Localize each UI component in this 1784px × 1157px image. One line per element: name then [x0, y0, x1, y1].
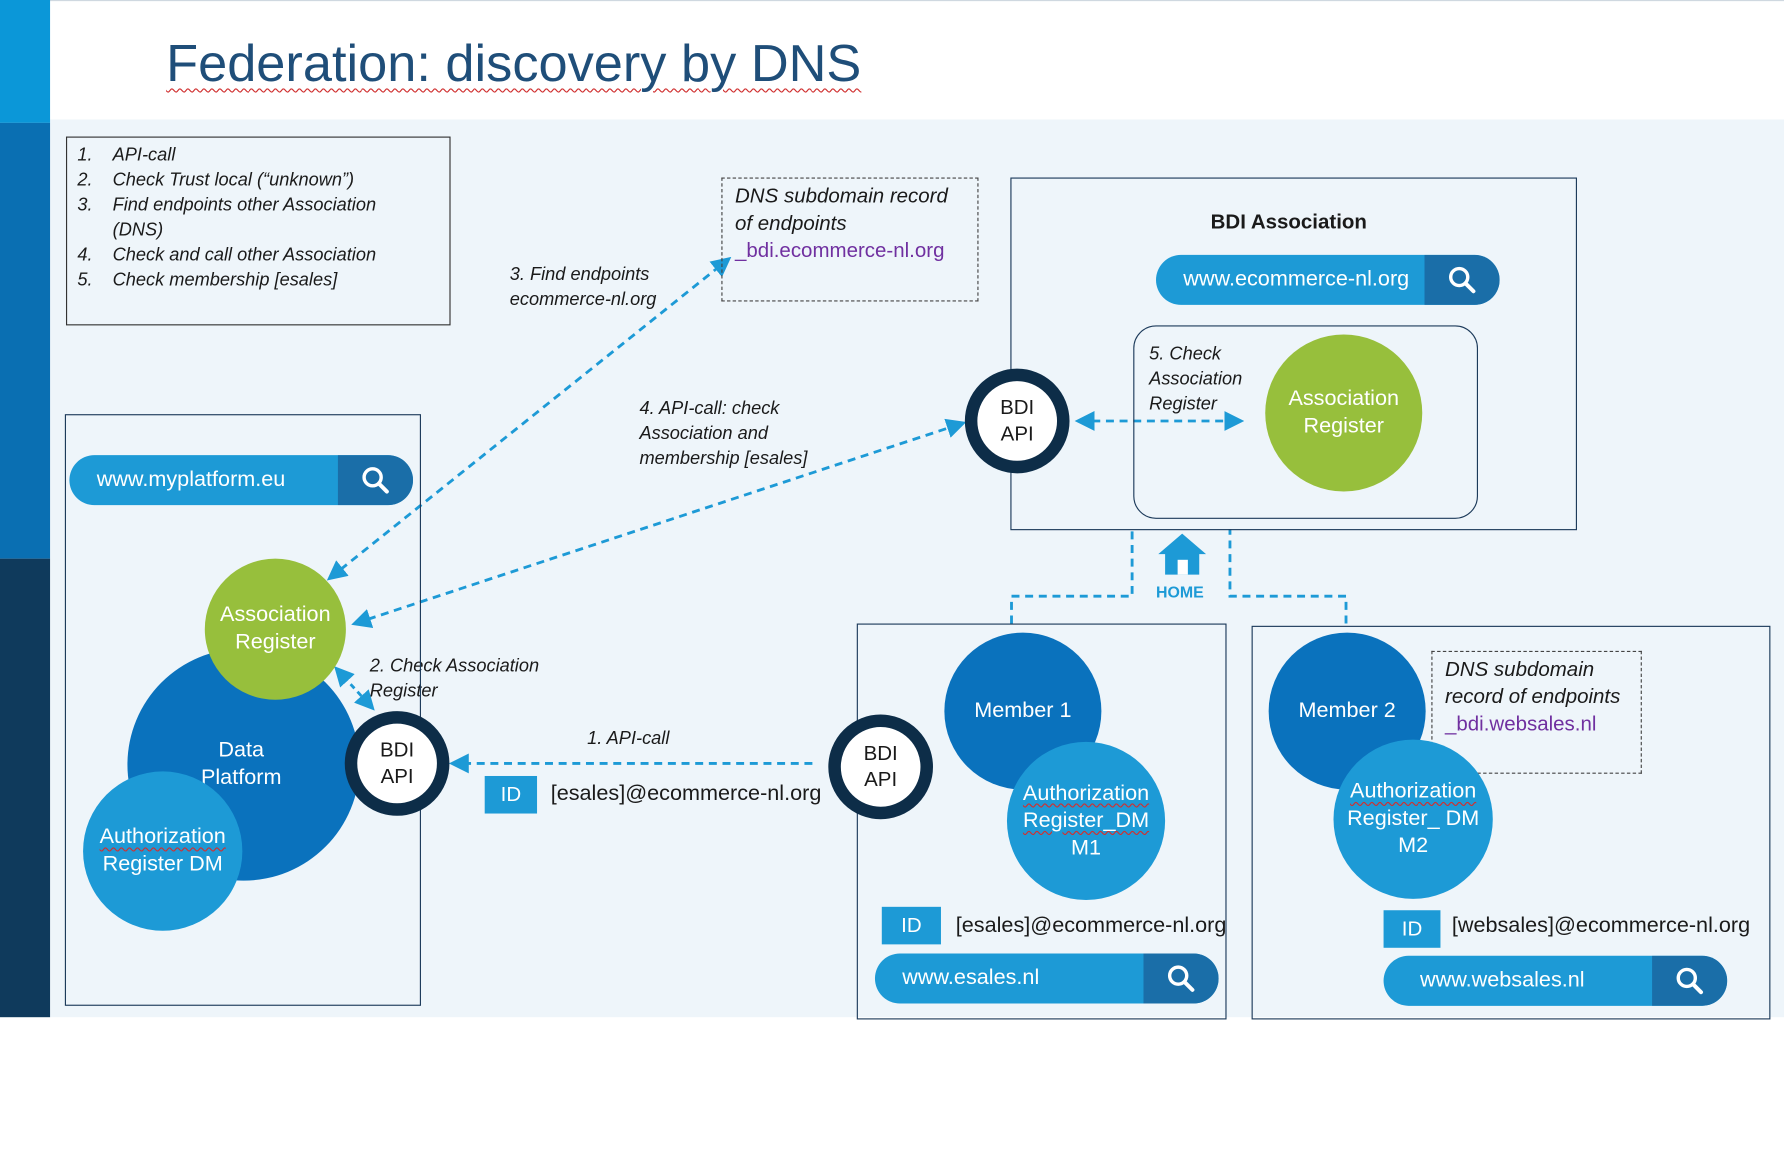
- list-item: (DNS): [112, 220, 164, 241]
- dns-record-box-websales: [1431, 650, 1642, 774]
- search-url-esales: www.esales.nl: [902, 965, 1040, 990]
- search-icon[interactable]: [337, 455, 414, 506]
- label-api-call: 1. API-call: [587, 729, 670, 749]
- search-url-myplatform: www.myplatform.eu: [96, 467, 286, 492]
- list-item: 5.Check membership [esales]: [77, 270, 338, 291]
- side-bar-top: [0, 0, 51, 123]
- side-bar-middle: [0, 122, 51, 559]
- home-icon: [1156, 531, 1208, 582]
- steps-list: 1.API-call 2.Check Trust local (“unknown…: [77, 143, 376, 293]
- dns-record-text-ecommerce: DNS subdomain record of endpoints _bdi.e…: [735, 184, 948, 262]
- dns-record-text-websales: DNS subdomain record of endpoints _bdi.w…: [1445, 657, 1621, 736]
- member2-id-badge: ID: [1383, 910, 1441, 948]
- member1-id-text: [esales]@ecommerce-nl.org: [955, 913, 1227, 938]
- search-bar-esales[interactable]: www.esales.nl: [874, 953, 1219, 1004]
- association-inner-box: [1133, 325, 1479, 519]
- search-bar-websales[interactable]: www.websales.nl: [1383, 955, 1728, 1006]
- list-item: 1.API-call: [77, 145, 176, 165]
- title-bar: [0, 0, 1784, 120]
- search-icon[interactable]: [1424, 254, 1500, 305]
- search-icon[interactable]: [1652, 955, 1728, 1006]
- bdi-association-title: BDI Association: [1210, 210, 1367, 234]
- bdi-association-box: [1010, 177, 1577, 531]
- platform-box: [64, 414, 421, 1006]
- search-bar-myplatform[interactable]: www.myplatform.eu: [69, 455, 414, 506]
- list-item: 3.Find endpoints other Association: [77, 195, 377, 216]
- search-bar-ecommerce[interactable]: www.ecommerce-nl.org: [1156, 254, 1500, 305]
- member1-id-badge: ID: [881, 906, 941, 945]
- caller-id-text: [esales]@ecommerce-nl.org: [550, 781, 822, 806]
- caller-id-badge: ID: [484, 775, 538, 814]
- member2-id-text: [websales]@ecommerce-nl.org: [1451, 913, 1751, 938]
- list-item: 4.Check and call other Association: [77, 245, 377, 266]
- search-icon[interactable]: [1143, 953, 1219, 1004]
- side-bar-bottom: [0, 558, 51, 1018]
- search-url-websales: www.websales.nl: [1419, 968, 1585, 993]
- page-title: Federation: discovery by DNS: [166, 32, 862, 93]
- label-check-register: 5. Check Association Register: [1149, 344, 1243, 415]
- search-url-ecommerce: www.ecommerce-nl.org: [1183, 267, 1410, 292]
- label-find-endpoints: 3. Find endpoints ecommerce-nl.org: [509, 265, 657, 310]
- dns-record-box-ecommerce: [721, 177, 979, 302]
- steps-box: [65, 136, 451, 326]
- list-item: 2.Check Trust local (“unknown”): [77, 170, 355, 191]
- label-api-call-check: 4. API-call: check Association and membe…: [639, 399, 808, 469]
- home-label: HOME: [1156, 582, 1204, 601]
